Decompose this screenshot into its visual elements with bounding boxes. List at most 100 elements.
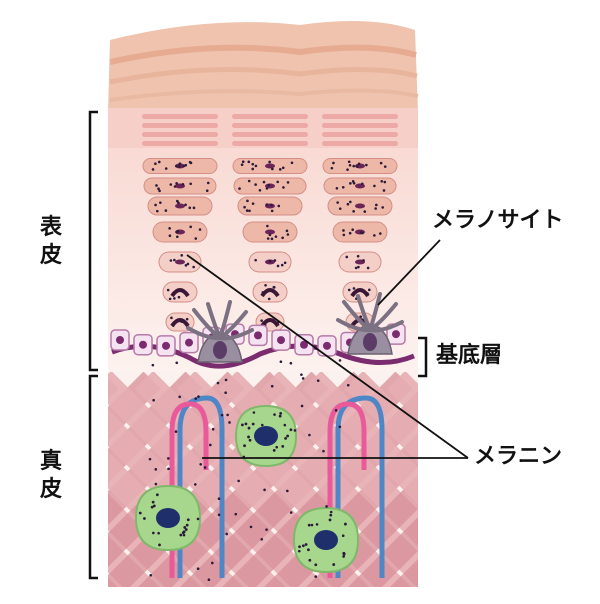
fibroblast-granule xyxy=(344,522,347,526)
melanin-dot xyxy=(196,517,200,521)
melanin-dot xyxy=(234,512,238,516)
melanin-dot xyxy=(289,361,293,365)
collagen-fiber xyxy=(344,372,418,463)
melanin-dot xyxy=(342,555,345,558)
melanin-dot xyxy=(289,511,293,514)
fibroblast-granule xyxy=(182,530,186,534)
melanin-dot xyxy=(310,523,314,527)
melanin-dot xyxy=(308,433,311,437)
melanin-granule xyxy=(348,163,352,167)
fibroblast-nucleus xyxy=(254,426,278,446)
melanin-granule xyxy=(169,259,173,262)
melanin-granule xyxy=(270,237,274,241)
melanin-granule xyxy=(254,258,257,262)
melanin-granule xyxy=(352,287,356,290)
melanin-dot xyxy=(338,425,342,429)
melanin-dot xyxy=(300,373,303,376)
melanin-granule xyxy=(268,160,271,164)
melanocyte-leader xyxy=(377,239,441,306)
melanin-dot xyxy=(315,523,319,526)
melanin-dot xyxy=(329,510,333,514)
melanin-granule xyxy=(164,209,168,212)
melanin-granule xyxy=(188,206,192,210)
melanin-dot xyxy=(182,533,186,537)
melanin-granule xyxy=(362,259,365,262)
melanin-granule xyxy=(176,235,179,239)
collagen-fiber xyxy=(108,372,203,483)
melanin-granule xyxy=(251,167,255,171)
melanin-granule xyxy=(176,199,179,203)
melanin-granule xyxy=(205,189,209,192)
melanin-granule xyxy=(266,237,270,240)
basal-cell-nucleus xyxy=(162,341,170,350)
dermis-bracket xyxy=(88,374,98,580)
fibroblast-granule xyxy=(332,563,336,566)
melanin-dot xyxy=(196,567,200,571)
collagen-fiber xyxy=(108,493,202,587)
granular-stripe xyxy=(322,114,398,119)
melanin-granule xyxy=(182,164,186,168)
fibroblast-nucleus xyxy=(314,530,338,550)
melanin-granule xyxy=(352,164,356,168)
fibroblast-granule xyxy=(286,434,290,438)
melanin-granule xyxy=(270,209,274,213)
blood-vessels xyxy=(169,395,385,578)
melanin-granule xyxy=(258,189,262,192)
vein xyxy=(177,395,225,578)
fibroblast-granule xyxy=(301,544,305,548)
collagen-fiber xyxy=(108,372,328,587)
melanin-dot xyxy=(237,479,240,483)
melanin-granule xyxy=(270,203,273,207)
keratinocyte-nucleus xyxy=(355,183,365,189)
melanin-granule xyxy=(157,160,161,164)
melanin-granule xyxy=(338,207,342,210)
collagen-fiber xyxy=(0,380,28,600)
artery xyxy=(327,401,367,578)
melanocytes xyxy=(186,292,404,363)
melanin-dot xyxy=(293,429,297,432)
melanin-dot xyxy=(286,489,289,493)
melanin-dot xyxy=(279,360,283,363)
melanin-granule xyxy=(375,203,378,207)
melanin-granule xyxy=(151,168,155,171)
melanin-granule xyxy=(359,231,363,234)
melanin-granule xyxy=(246,199,249,203)
melanin-granule xyxy=(186,262,190,266)
basal-layer-bracket xyxy=(418,336,428,378)
collagen-fiber xyxy=(386,372,418,421)
melanin-granule xyxy=(286,233,290,236)
granular-stripe xyxy=(322,123,398,128)
melanin-granule xyxy=(192,265,195,269)
melanocyte-label: メラノサイト xyxy=(432,208,564,233)
melanin-leader-a xyxy=(186,254,469,459)
melanin-dot xyxy=(216,381,220,385)
dermis-label-char-2: 皮 xyxy=(39,476,62,502)
epidermis-bracket xyxy=(88,110,98,372)
fibroblast-granule xyxy=(307,548,310,552)
melanin-dot xyxy=(224,378,228,382)
melanin-dot xyxy=(151,363,155,367)
melanin-dot xyxy=(178,395,181,399)
fibroblast-granule xyxy=(308,558,312,562)
melanin-dot xyxy=(211,427,215,431)
dermis-label-char-1: 真 xyxy=(39,449,62,474)
melanin-granule xyxy=(248,209,251,213)
melanocyte-nucleus xyxy=(363,333,377,351)
melanin-granule xyxy=(175,164,178,168)
melanin-granule xyxy=(181,183,185,186)
melanin-granule xyxy=(335,186,339,190)
granular-stripe xyxy=(142,123,218,128)
melanin-granule xyxy=(245,209,249,212)
melanin-granule xyxy=(349,200,352,204)
collagen-fiber xyxy=(108,451,244,587)
melanin-granule xyxy=(273,259,277,262)
basal-cell-nucleus xyxy=(185,338,193,347)
melanin-granule xyxy=(166,288,170,292)
melanin-granule xyxy=(277,204,281,208)
melanin-dot xyxy=(217,513,221,517)
granular-stripe xyxy=(142,132,218,137)
melanin-granule xyxy=(206,181,210,185)
melanin-granule xyxy=(366,266,370,270)
collagen-fiber xyxy=(390,559,418,587)
